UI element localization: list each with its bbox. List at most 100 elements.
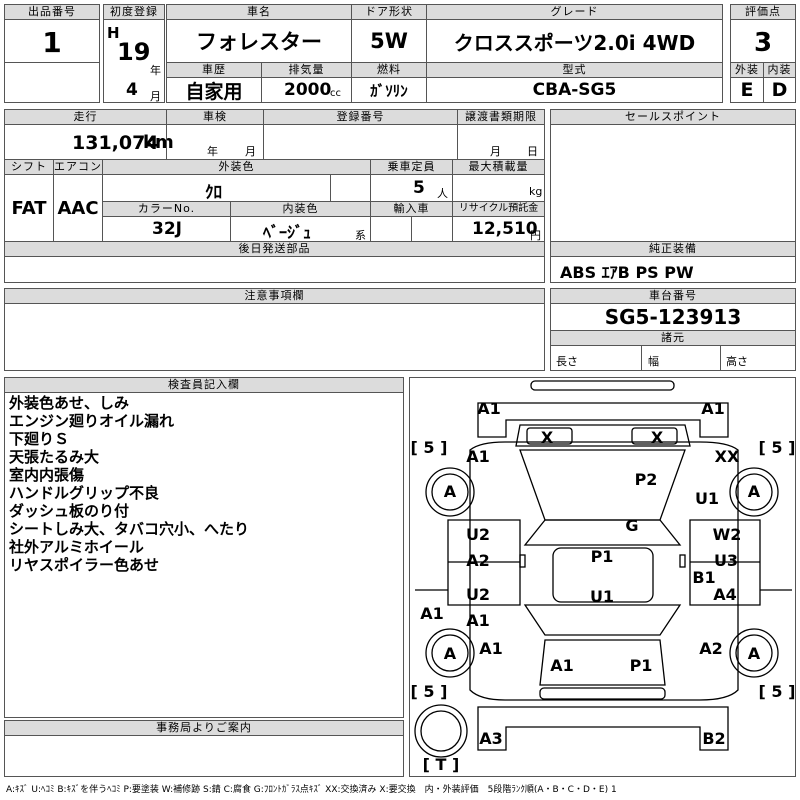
damage-mark-a2-rr: A2 [699,639,723,658]
transfer-day-unit: 日 [527,145,538,158]
inspector-header: 検査員記入欄 [4,377,404,393]
damage-mark-wheel-fl: A [444,482,457,501]
interior-box [763,77,796,103]
colorno-header: カラーNo. [102,201,231,217]
lot-number-value: 1 [42,25,62,59]
score-value: 3 [753,28,773,58]
year-unit: 年 [150,64,161,77]
displacement-header: 排気量 [261,62,352,78]
damage-mark-a1-l2: A1 [466,611,490,630]
score-header: 評価点 [730,4,796,20]
transfer-month-unit: 月 [490,145,501,158]
specs-div-2 [720,345,721,371]
month-unit: 月 [150,90,161,103]
specs-header: 諸元 [550,330,796,346]
history-value: 自家用 [185,80,243,103]
inspector-note-line: 天張たるみ大 [9,448,100,466]
interior-header: 内装 [763,62,796,78]
inspector-note-line: 下廻りＳ [9,430,70,448]
color-header: 外装色 [102,159,371,175]
capacity-value: 5 [413,178,425,198]
year-value: 19 [117,38,151,66]
load-unit: kg [529,185,543,198]
damage-mark-a1-l: A1 [466,447,490,466]
damage-mark-a2-l: A2 [466,551,490,570]
fuel-header: 燃料 [351,62,427,78]
inspector-note-line: リヤスポイラー色あせ [9,556,160,574]
damage-mark-a1-fl: A1 [477,399,501,418]
chassis-value: SG5-123913 [604,305,742,329]
chassis-header: 車台番号 [550,288,796,304]
damage-mark-a1-rear: A1 [550,656,574,675]
recycle-unit: 円 [530,229,541,242]
intcolor-unit: 系 [355,229,366,242]
model-header: 型式 [426,62,723,78]
length-label: 長さ [556,355,578,368]
office-box [4,735,404,777]
damage-mark-p1-rear: P1 [630,656,653,675]
fuel-value: ｶﾞｿﾘﾝ [370,81,408,100]
inspector-note-line: 社外アルミホイール [9,538,144,556]
car-name-value: フォレスター [196,30,322,54]
sales-point-header: セールスポイント [550,109,796,125]
regno-header: 登録番号 [263,109,458,125]
ac-header: エアコン [53,159,103,175]
damage-mark-wheel-fr: A [748,482,761,501]
ac-value: AAC [57,197,99,219]
import-header: 輸入車 [370,201,453,217]
inspector-note-line: ダッシュ板のり付 [9,502,130,520]
inspector-note-line: シートしみ大、タバコ穴小、へたり [9,520,250,538]
damage-mark-wheel-rr: A [748,644,761,663]
shift-value: FAT [11,197,47,219]
capacity-unit: 人 [437,187,448,200]
color-value: ｸﾛ [205,183,222,203]
inspector-box [4,392,404,718]
history-header: 車歴 [166,62,262,78]
diagram-box [409,377,796,777]
mileage-header: 走行 [4,109,167,125]
load-header: 最大積載量 [452,159,545,175]
damage-mark-u2-l2: U2 [466,585,490,604]
recycle-value: 12,510 [472,219,538,239]
import-divider [411,216,412,242]
damage-mark-tire-rl: [ 5 ] [411,682,448,701]
grade-header: グレード [426,4,723,20]
damage-mark-wheel-rl: A [444,644,457,663]
capacity-header: 乗車定員 [370,159,453,175]
intcolor-value: ﾍﾞｰｼﾞｭ [263,223,312,242]
lot-number-box [4,19,100,103]
intcolor-header: 内装色 [230,201,371,217]
damage-mark-u2-l: U2 [466,525,490,544]
specs-div-1 [641,345,642,371]
later-parts-box [4,256,545,283]
damage-mark-x-l: X [541,428,554,447]
damage-mark-tire-fl: [ 5 ] [411,438,448,457]
damage-mark-a1-side: A1 [420,604,444,623]
later-parts-header: 後日発送部品 [4,241,545,257]
equipment-box [550,256,796,283]
damage-mark-b2: B2 [702,729,725,748]
notes-box [4,303,545,371]
damage-mark-spare: [ T ] [423,755,460,774]
width-label: 幅 [648,355,659,368]
displacement-unit: cc [330,88,341,99]
inspector-note-line: 外装色あせ、しみ [9,394,130,412]
mileage-value: 131,074 [72,132,159,154]
era-value: H [107,24,120,42]
inspector-note-line: エンジン廻りオイル漏れ [9,412,175,430]
recycle-header: リサイクル預託金 [452,201,545,217]
notes-header: 注意事項欄 [4,288,545,304]
exterior-header: 外装 [730,62,764,78]
damage-mark-tire-rr: [ 5 ] [759,682,796,701]
damage-mark-b1-r: B1 [692,568,715,587]
color-divider [330,174,331,202]
equipment-header: 純正装備 [550,241,796,257]
car-name-header: 車名 [166,4,352,20]
sales-point-box [550,124,796,242]
month-value: 4 [126,80,138,100]
damage-mark-a4-r: A4 [713,585,737,604]
specs-box [550,345,796,371]
equipment-value: ABS ｴｱB PS PW [560,263,694,282]
